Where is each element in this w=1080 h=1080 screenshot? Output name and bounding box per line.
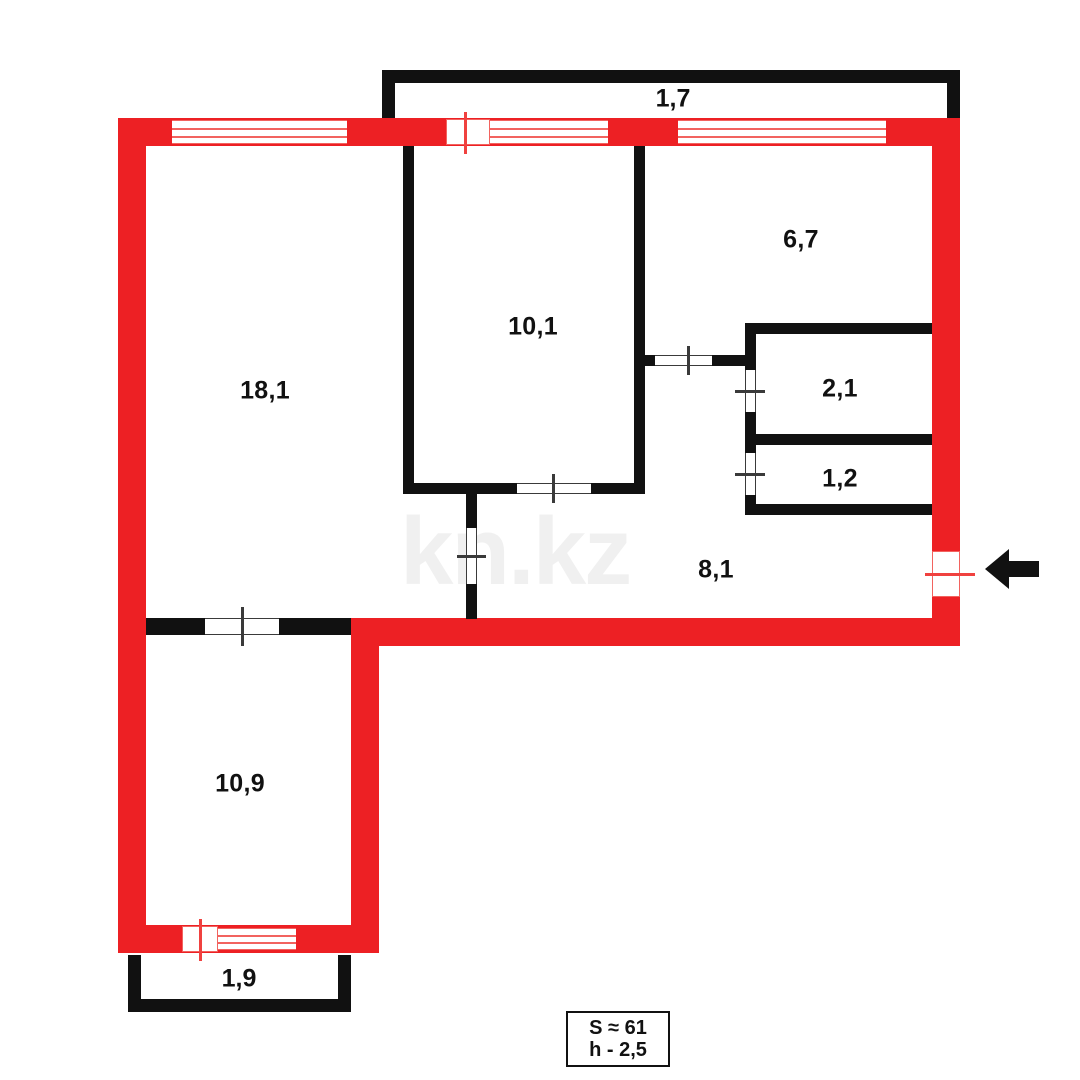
kitchen-door-opening[interactable] (655, 355, 712, 366)
summary-box: S ≈ 61 h - 2,5 (566, 1011, 670, 1067)
balcony-top-wall-left (382, 70, 395, 128)
interior-wall-bathroom-left (745, 323, 756, 515)
window-second-room (218, 928, 296, 950)
room-label-bathroom: 2,1 (822, 374, 858, 403)
interior-wall-bedroom-left (403, 146, 414, 494)
summary-height-label: h - 2,5 (589, 1039, 647, 1061)
room-label-bedroom: 10,1 (508, 312, 558, 341)
balcony-label-top: 1,7 (655, 84, 691, 113)
balcony-top-door-tick-vertical (464, 112, 467, 154)
room-label-hallway: 8,1 (698, 555, 734, 584)
exterior-wall-right (932, 118, 960, 636)
bathroom-door-tick-horizontal (735, 390, 765, 393)
room-label-living-room: 18,1 (240, 376, 290, 405)
interior-wall-bedroom-right (634, 146, 645, 494)
balcony-label-bottom: 1,9 (221, 964, 257, 993)
exterior-wall-lower-wing-right (351, 618, 379, 953)
balcony-top-door-opening (446, 119, 490, 145)
exterior-wall-left (118, 118, 146, 953)
entrance-door-tick-horizontal (925, 573, 975, 576)
room-label-second-room: 10,9 (215, 769, 265, 798)
corridor-door-tick-horizontal (457, 555, 486, 558)
interior-wall-toilet-bottom (745, 504, 932, 515)
window-second-room-pane-line-1 (218, 935, 296, 937)
window-kitchen-pane-line-1 (678, 128, 886, 130)
bedroom-door-tick-vertical (552, 474, 555, 503)
window-bedroom-pane-line-1 (490, 128, 608, 130)
window-living-room-pane-line-1 (172, 128, 347, 130)
room-label-toilet: 1,2 (822, 464, 858, 493)
room-label-kitchen: 6,7 (783, 225, 819, 254)
balcony-bottom-door-tick-vertical (199, 919, 202, 961)
entrance-arrow-icon (985, 545, 1039, 598)
kitchen-door-tick-vertical (687, 346, 690, 375)
interior-wall-kitchen-bottom (745, 323, 932, 334)
window-bedroom (490, 120, 608, 144)
window-kitchen-pane-line-2 (678, 136, 886, 138)
toilet-door-tick-horizontal (735, 473, 765, 476)
balcony-top-wall-right (947, 70, 960, 128)
interior-wall-bathroom-toilet-divider (745, 434, 932, 445)
window-kitchen (678, 120, 886, 144)
balcony-bottom-wall-right (338, 955, 351, 1012)
window-bedroom-pane-line-2 (490, 136, 608, 138)
balcony-top-wall-top (382, 70, 960, 83)
balcony-bottom-wall-left (128, 955, 141, 1012)
watermark-kn-kz: kn.kz (400, 498, 632, 605)
balcony-bottom-wall-bottom (128, 999, 351, 1012)
summary-area-label: S ≈ 61 (589, 1016, 647, 1039)
window-second-room-pane-line-2 (218, 942, 296, 944)
window-living-room (172, 120, 347, 144)
exterior-wall-middle-horizontal (351, 618, 960, 646)
second-room-door-tick-vertical (241, 607, 244, 646)
window-living-room-pane-line-2 (172, 136, 347, 138)
